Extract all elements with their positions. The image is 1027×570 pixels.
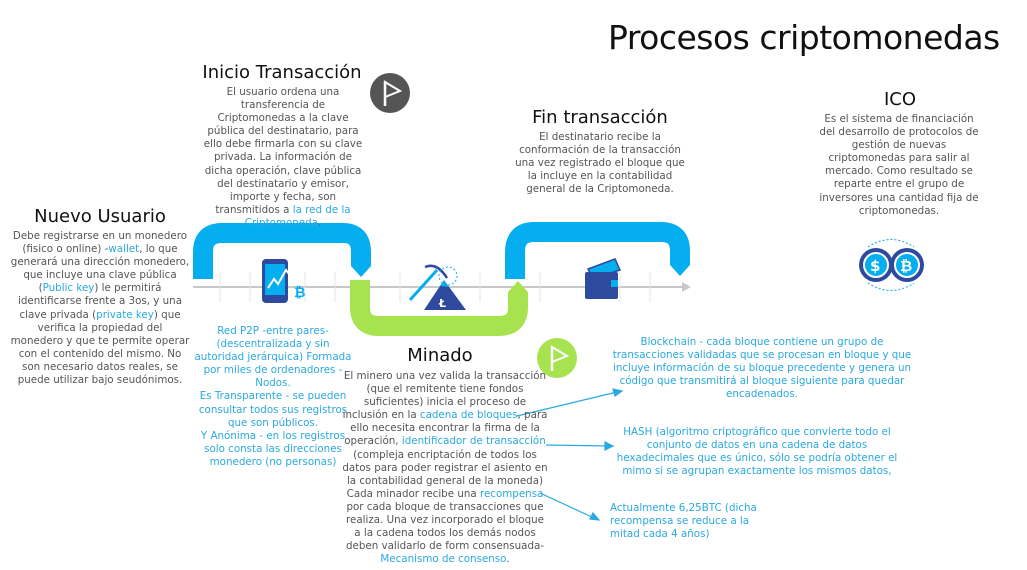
text-segment: , para ello necesita encontrar la firma … [344, 409, 548, 448]
highlighted-term: private key [96, 308, 154, 321]
reward-note: Actualmente 6,25BTC (dicha recompensa se… [610, 502, 757, 541]
ico-text: Es el sistema de financiación del desarr… [818, 113, 980, 218]
timeline-ticks [219, 272, 651, 302]
highlighted-term: wallet [108, 243, 140, 256]
blue-arc-1 [193, 223, 371, 279]
svg-text:Ł: Ł [438, 297, 446, 310]
text-segment: ) le permitirá identificarse frente a 3o… [17, 282, 183, 321]
text-segment: El minero una vez valida la transacción … [342, 370, 547, 422]
mining-pickaxe-icon: Ł [408, 264, 466, 310]
minado-heading: Minado [407, 345, 473, 366]
blockchain-note: Blockchain - cada bloque contiene un gru… [612, 336, 912, 401]
highlighted-term: la red de la Criptomoneda [244, 203, 351, 229]
highlighted-term: identificador de transacción [401, 435, 546, 448]
svg-text:$: $ [870, 257, 880, 275]
flag-icon-dark [370, 73, 410, 113]
ico-heading: ICO [883, 89, 917, 110]
text-segment: ) que verifica la propiedad del monedero… [10, 308, 190, 387]
svg-text:₿: ₿ [294, 285, 305, 301]
nuevo-usuario-heading: Nuevo Usuario [34, 206, 166, 227]
text-segment: , lo que generará una dirección monedero… [10, 243, 190, 295]
connector-arrows [516, 388, 624, 521]
green-arc [350, 280, 528, 336]
inicio-transaccion-text: El usuario ordena una transferencia de C… [200, 86, 366, 230]
highlighted-term: Public key [42, 282, 95, 295]
text-segment: Debe registrarse en un monedero (fisico … [12, 230, 188, 256]
wallet-icon [585, 258, 622, 299]
text-segment: Es el sistema de financiación del desarr… [819, 113, 979, 217]
highlighted-term: Mecanismo de consenso [380, 553, 507, 566]
highlighted-term: Es Transparente - se pueden consultar to… [198, 390, 348, 429]
highlighted-term: Y Anónima - en los registros solo consta… [200, 429, 346, 468]
timeline-arrowhead [682, 282, 691, 292]
blue-arc-2 [505, 222, 690, 279]
hash-note: HASH (algoritmo criptográfico que convie… [616, 426, 898, 478]
highlighted-term: recompensa [479, 487, 544, 500]
coins-exchange-icon: $ ₿ [859, 239, 924, 291]
text-segment: El destinatario recibe la conformación d… [515, 131, 685, 196]
page-title: Procesos criptomonedas [608, 18, 1000, 57]
phone-chart-icon: ₿ [262, 259, 305, 303]
inicio-transaccion-heading: Inicio Transacción [202, 62, 362, 83]
text-segment: El usuario ordena una transferencia de C… [203, 86, 363, 216]
red-p2p-text: Red P2P -entre pares- (descentralizada y… [193, 325, 353, 469]
minado-text: El minero una vez valida la transacción … [342, 370, 548, 566]
fin-transaccion-text: El destinatario recibe la conformación d… [512, 131, 688, 196]
highlighted-term: Red P2P -entre pares- (descentralizada y… [194, 325, 352, 390]
fin-transaccion-heading: Fin transacción [532, 107, 668, 128]
flag-icon-green [537, 338, 577, 378]
text-segment: . [506, 553, 510, 566]
svg-text:₿: ₿ [900, 257, 912, 275]
text-segment: (compleja encriptación de todos los dato… [342, 448, 548, 500]
highlighted-term: cadena de bloques [419, 409, 518, 422]
nuevo-usuario-text: Debe registrarse en un monedero (fisico … [10, 230, 190, 387]
text-segment: . [317, 216, 322, 229]
text-segment: por cada bloque de transacciones que rea… [345, 500, 545, 553]
